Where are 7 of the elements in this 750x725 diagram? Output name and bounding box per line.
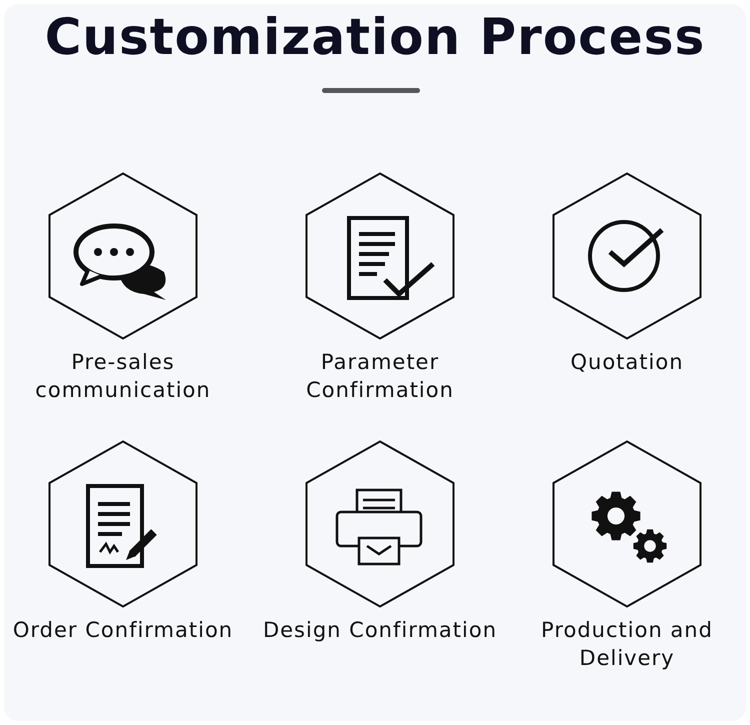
step-label: Design Confirmation [262, 617, 498, 644]
step-label: Parameter Confirmation [305, 349, 455, 404]
step-label: Production and Delivery [540, 617, 714, 672]
step-label: Order Confirmation [12, 617, 234, 644]
step-label: Quotation [569, 349, 684, 376]
step-label: Pre-sales communication [34, 349, 212, 404]
title: Customization Process [44, 8, 706, 66]
